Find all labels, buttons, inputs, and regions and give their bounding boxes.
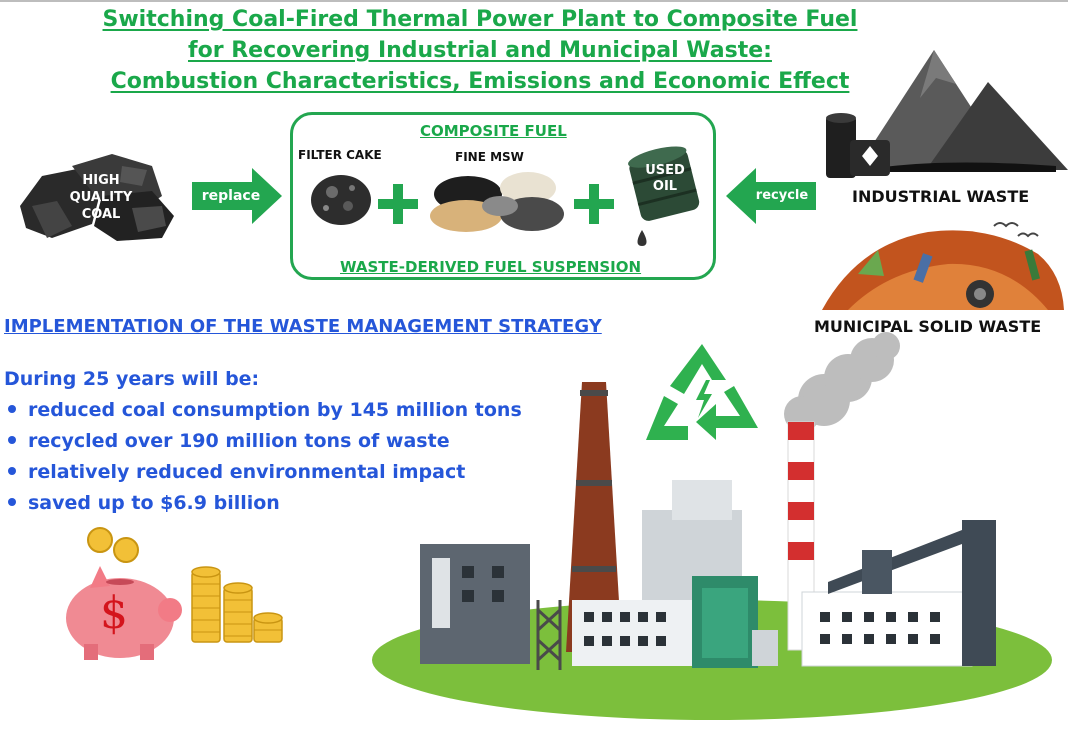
used-oil-label: USED OIL [640, 163, 690, 195]
recycle-arrow-label: recycle [755, 188, 809, 203]
strategy-intro: During 25 years will be: [4, 368, 260, 390]
list-item-text: reduced coal consumption by 145 million … [28, 399, 522, 421]
recycle-icon [646, 344, 758, 440]
bullet-icon [8, 436, 16, 444]
used-oil-barrel-icon [628, 146, 700, 246]
plus-icon-2 [574, 184, 614, 224]
coal-label: HIGH QUALITY COAL [56, 172, 146, 223]
composite-fuel-box [290, 112, 716, 280]
recycle-arrow-icon [726, 168, 816, 224]
title-line-1: Switching Coal-Fired Thermal Power Plant… [102, 7, 858, 32]
title-line-3: Combustion Characteristics, Emissions an… [110, 69, 850, 94]
power-plant-image [372, 332, 1052, 720]
replace-arrow-label: replace [201, 188, 261, 204]
filter-cake-image [311, 175, 371, 225]
filter-cake-label: FILTER CAKE [298, 148, 382, 162]
bullet-icon [8, 467, 16, 475]
coal-label-line-1: HIGH [82, 173, 120, 188]
coin-stacks-image [191, 566, 283, 643]
page-title: Switching Coal-Fired Thermal Power Plant… [0, 4, 960, 97]
coal-pile-image [20, 154, 174, 241]
piggy-dollar-symbol: $ [100, 588, 128, 639]
title-line-2: for Recovering Industrial and Municipal … [188, 38, 772, 63]
list-item: recycled over 190 million tons of waste [4, 426, 522, 457]
strategy-heading: IMPLEMENTATION OF THE WASTE MANAGEMENT S… [4, 316, 602, 337]
industrial-waste-label: INDUSTRIAL WASTE [852, 187, 1030, 206]
replace-arrow-icon [192, 168, 282, 224]
list-item-text: relatively reduced environmental impact [28, 461, 466, 483]
list-item: relatively reduced environmental impact [4, 457, 522, 488]
coal-label-line-3: COAL [81, 207, 121, 222]
strategy-list: During 25 years will be: reduced coal co… [4, 364, 522, 519]
coal-label-line-2: QUALITY [69, 190, 133, 205]
top-border [0, 0, 1068, 2]
industrial-waste-image [826, 50, 1068, 178]
plus-icon-1 [378, 184, 418, 224]
list-item: saved up to $6.9 billion [4, 488, 522, 519]
bullet-icon [8, 498, 16, 506]
waste-derived-fuel-label: WASTE-DERIVED FUEL SUSPENSION [340, 258, 642, 276]
fine-msw-image [430, 172, 564, 232]
piggy-bank-image [66, 527, 182, 660]
municipal-waste-label: MUNICIPAL SOLID WASTE [814, 317, 1042, 336]
list-item-text: recycled over 190 million tons of waste [28, 430, 450, 452]
bullet-icon [8, 405, 16, 413]
used-oil-label-line-2: OIL [652, 179, 678, 194]
municipal-waste-image [822, 222, 1064, 310]
used-oil-label-line-1: USED [645, 163, 685, 178]
fine-msw-label: FINE MSW [455, 150, 524, 164]
list-item-text: saved up to $6.9 billion [28, 492, 280, 514]
composite-fuel-heading: COMPOSITE FUEL [420, 122, 567, 140]
list-item: reduced coal consumption by 145 million … [4, 395, 522, 426]
